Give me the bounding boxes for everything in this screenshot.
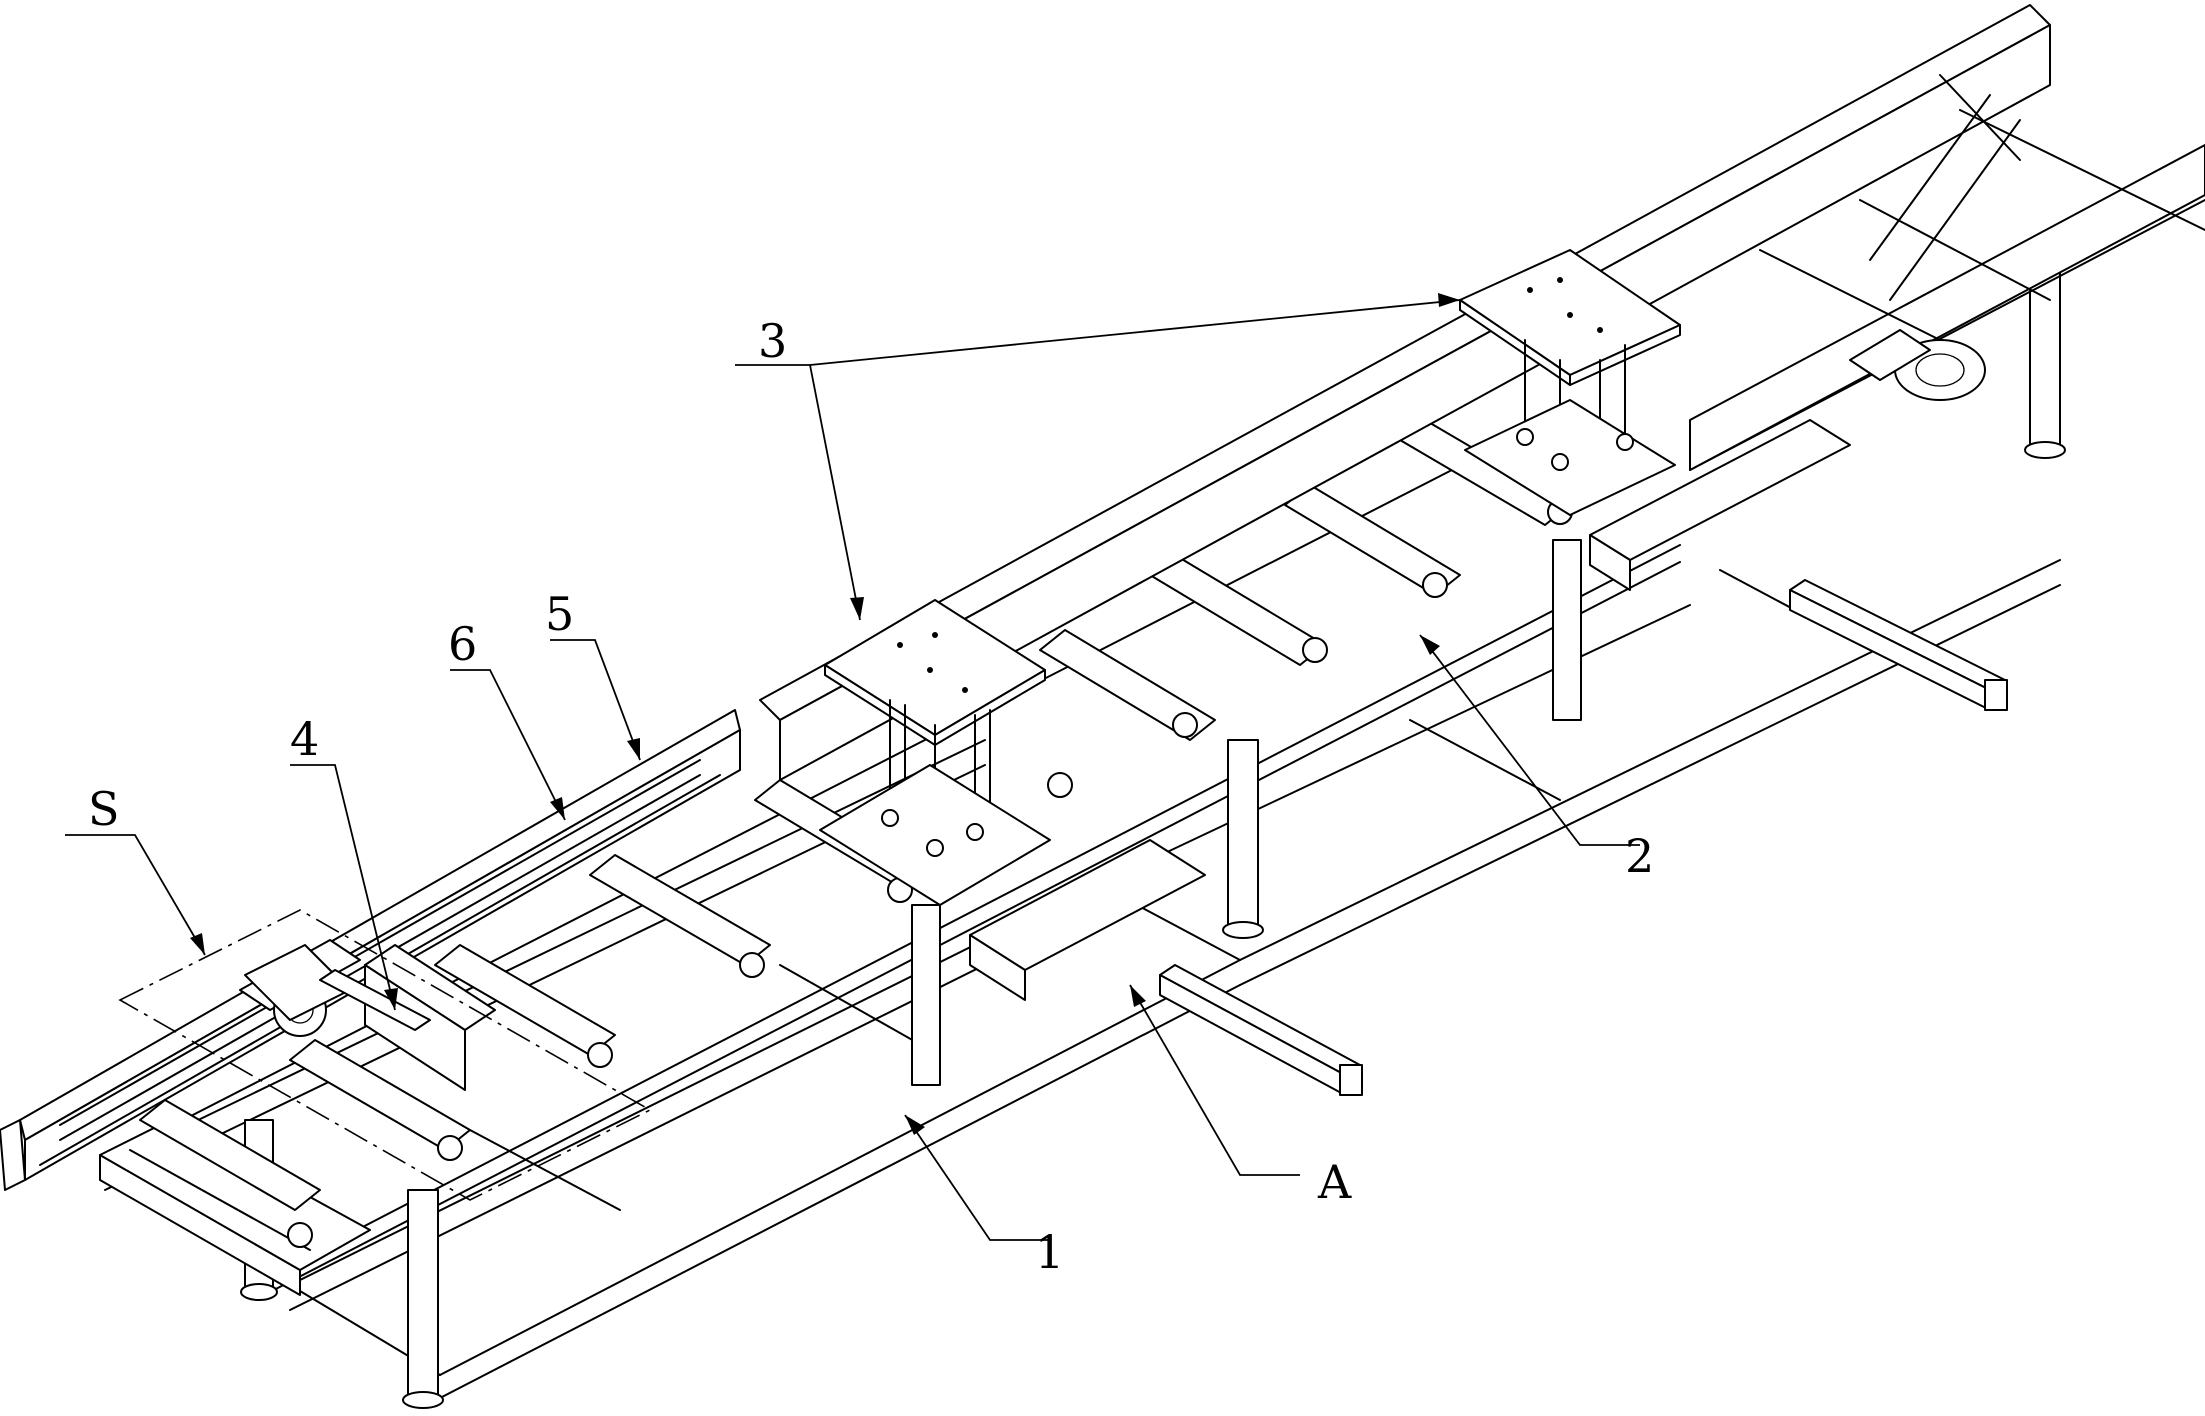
- callout-label-s: S: [88, 782, 120, 836]
- rear-conveyor-beam: [760, 5, 2205, 780]
- frame-leg: [1228, 740, 1258, 930]
- transfer-unit-near: [970, 840, 1362, 1095]
- frame-leg: [912, 905, 940, 1085]
- callout-leaders: [65, 293, 1640, 1240]
- callout-labels: 1 2 3 4 5 6 S A: [88, 314, 1654, 1279]
- clamp-drive-unit: [240, 940, 495, 1090]
- transfer-unit-far: [1590, 420, 2007, 710]
- callout-label-3: 3: [758, 314, 787, 368]
- frame-leg: [2030, 270, 2060, 450]
- callout-label-6: 6: [448, 617, 477, 671]
- callout-label-2: 2: [1625, 829, 1654, 883]
- callout-label-4: 4: [290, 712, 319, 766]
- detail-zone-s: [120, 910, 650, 1200]
- callout-label-5: 5: [545, 587, 574, 641]
- frame-leg: [1553, 540, 1581, 720]
- roller-set: [140, 420, 1572, 1247]
- callout-label-a: A: [1317, 1155, 1352, 1209]
- callout-label-1: 1: [1035, 1225, 1064, 1279]
- lift-table-near: [820, 600, 1050, 905]
- lift-table-far: [1460, 250, 1680, 515]
- frame-leg: [408, 1190, 438, 1400]
